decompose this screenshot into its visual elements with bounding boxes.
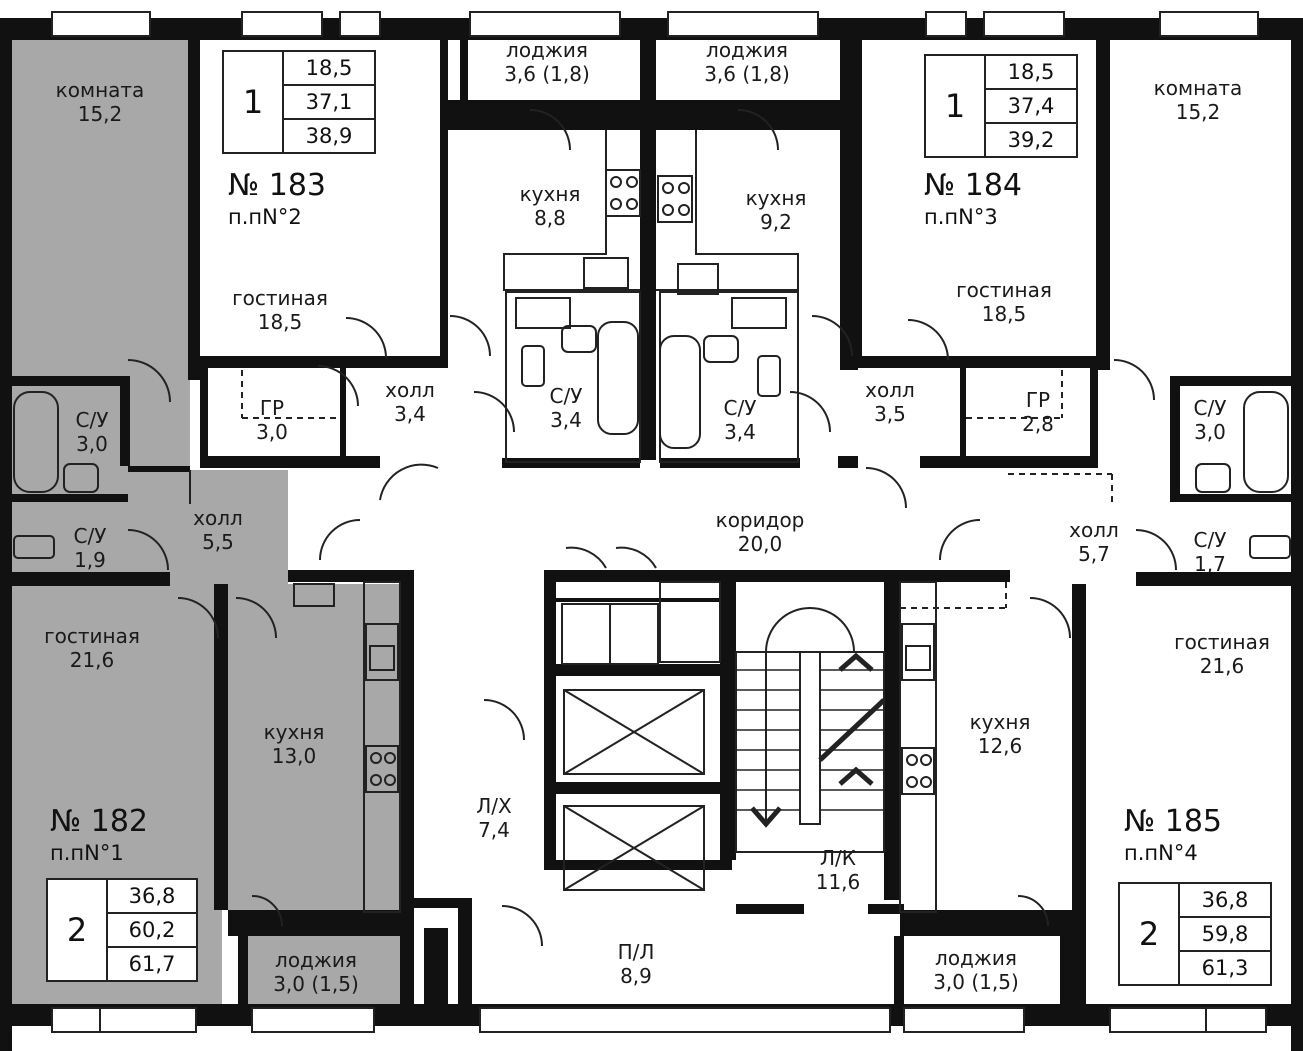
total-area-with-loggia: 39,2: [1007, 128, 1055, 152]
total-area: 60,2: [108, 914, 196, 948]
windows: [51, 11, 1267, 1033]
fixtures: [13, 109, 1291, 947]
total-area: 37,4: [986, 90, 1076, 124]
total-area-with-loggia: 38,9: [305, 124, 353, 148]
apartment-184-area-box: 1 18,5 37,4 39,2: [924, 54, 1078, 158]
interior-walls: [10, 40, 1291, 1008]
apartment-183-area-box: 1 18,5 37,1 38,9: [222, 50, 376, 154]
rooms-count: 2: [1120, 884, 1180, 984]
rooms-count: 2: [48, 880, 108, 980]
total-area-with-loggia: 61,3: [1201, 956, 1249, 980]
living-area: 36,8: [1180, 884, 1270, 918]
living-area: 36,8: [108, 880, 196, 914]
apartment-185-area-box: 2 36,8 59,8 61,3: [1118, 882, 1272, 986]
rooms-count: 1: [224, 52, 284, 152]
apartment-182-area-box: 2 36,8 60,2 61,7: [46, 878, 198, 982]
total-area: 37,1: [284, 86, 374, 120]
living-area: 18,5: [986, 56, 1076, 90]
rooms-count: 1: [926, 56, 986, 156]
total-area-with-loggia: 61,7: [128, 952, 176, 976]
living-area: 18,5: [284, 52, 374, 86]
total-area: 59,8: [1180, 918, 1270, 952]
